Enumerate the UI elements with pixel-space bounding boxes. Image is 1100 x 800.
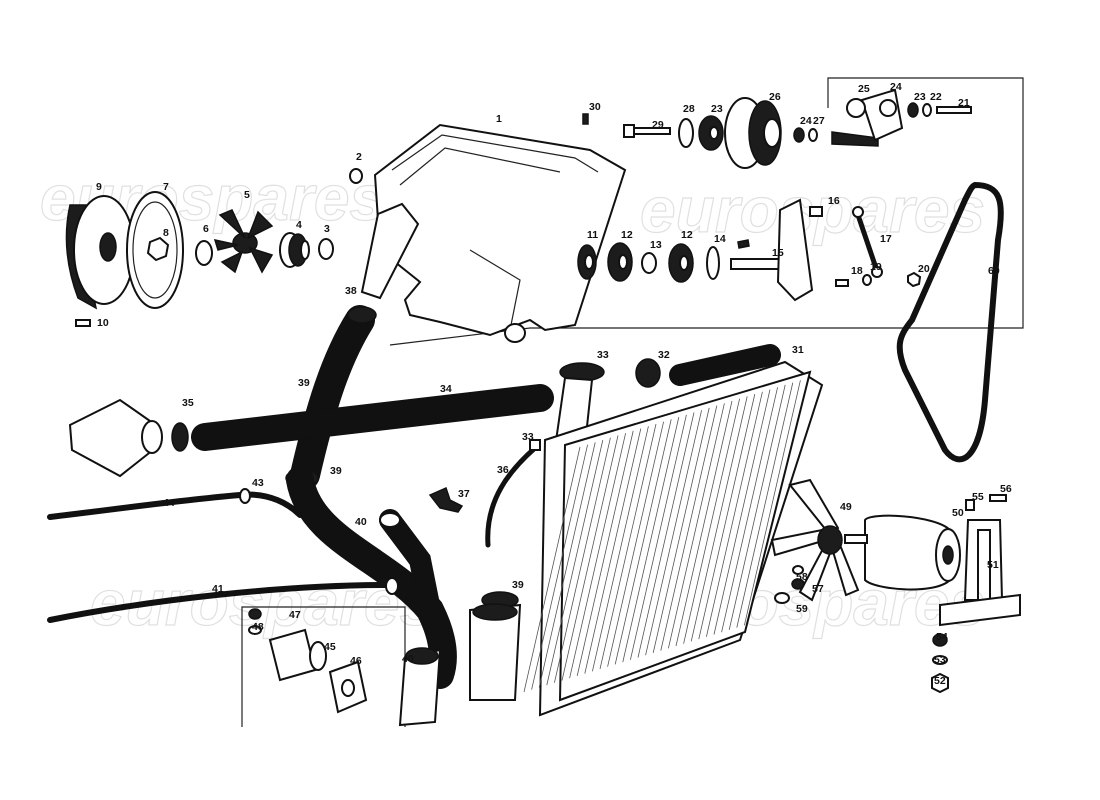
callout-29: 29 bbox=[652, 119, 664, 131]
callout-24: 24 bbox=[890, 81, 902, 93]
callout-50: 50 bbox=[952, 507, 964, 519]
callout-30: 30 bbox=[589, 101, 601, 113]
electric-fan-group bbox=[770, 478, 1021, 694]
callout-32: 32 bbox=[658, 349, 670, 361]
callout-26: 26 bbox=[769, 91, 781, 103]
callout-12: 12 bbox=[621, 229, 633, 241]
callout-11: 11 bbox=[587, 229, 598, 241]
pump-housing bbox=[349, 123, 627, 343]
callout-54: 54 bbox=[936, 631, 948, 643]
hoses bbox=[47, 305, 781, 727]
callout-56: 56 bbox=[1000, 483, 1012, 495]
callout-23: 23 bbox=[914, 91, 926, 103]
callout-5: 5 bbox=[244, 189, 250, 201]
callout-1: 1 bbox=[496, 113, 502, 125]
callout-51: 51 bbox=[987, 559, 999, 571]
callout-23: 23 bbox=[711, 103, 723, 115]
callout-3: 3 bbox=[324, 223, 330, 235]
callout-9: 9 bbox=[96, 181, 102, 193]
callout-39: 39 bbox=[298, 377, 310, 389]
callout-22: 22 bbox=[930, 91, 942, 103]
callout-21: 21 bbox=[958, 97, 970, 109]
callout-35: 35 bbox=[182, 397, 194, 409]
callout-10: 10 bbox=[97, 317, 109, 329]
sender-group bbox=[248, 608, 368, 714]
callout-14: 14 bbox=[714, 233, 726, 245]
callout-27: 27 bbox=[813, 115, 825, 127]
callout-55: 55 bbox=[972, 491, 984, 503]
water-pump-group bbox=[65, 191, 334, 327]
callout-13: 13 bbox=[650, 239, 662, 251]
callout-52: 52 bbox=[934, 675, 946, 687]
callout-40: 40 bbox=[402, 653, 414, 665]
callout-15: 15 bbox=[772, 247, 784, 259]
callout-48: 48 bbox=[252, 621, 264, 633]
radiator bbox=[469, 360, 824, 717]
callout-39: 39 bbox=[330, 465, 342, 477]
callout-33: 33 bbox=[597, 349, 609, 361]
callout-25: 25 bbox=[858, 83, 870, 95]
callout-44: 44 bbox=[163, 497, 175, 509]
callout-49: 49 bbox=[840, 501, 852, 513]
callout-18: 18 bbox=[851, 265, 863, 277]
callout-53: 53 bbox=[934, 654, 946, 666]
callout-59: 59 bbox=[796, 603, 808, 615]
callout-37: 37 bbox=[458, 488, 470, 500]
callout-46: 46 bbox=[350, 655, 362, 667]
callout-57: 57 bbox=[812, 583, 824, 595]
callout-2: 2 bbox=[356, 151, 362, 163]
pulley-group bbox=[577, 88, 972, 302]
fan-belt bbox=[896, 181, 1004, 463]
callout-43: 43 bbox=[252, 477, 264, 489]
callout-58: 58 bbox=[796, 571, 808, 583]
callout-60: 60 bbox=[988, 265, 1000, 277]
callout-40: 40 bbox=[355, 516, 367, 528]
callout-24: 24 bbox=[800, 115, 812, 127]
callout-42: 42 bbox=[404, 595, 416, 607]
callout-19: 19 bbox=[870, 261, 882, 273]
callout-20: 20 bbox=[918, 263, 930, 275]
callout-12: 12 bbox=[681, 229, 693, 241]
callout-28: 28 bbox=[683, 103, 695, 115]
callout-33: 33 bbox=[522, 431, 534, 443]
callout-39: 39 bbox=[512, 579, 524, 591]
callout-31: 31 bbox=[792, 344, 804, 356]
callout-36: 36 bbox=[497, 464, 509, 476]
callout-17: 17 bbox=[880, 233, 892, 245]
callout-7: 7 bbox=[163, 181, 169, 193]
callout-6: 6 bbox=[203, 223, 209, 235]
callout-41: 41 bbox=[212, 583, 224, 595]
callout-34: 34 bbox=[440, 383, 452, 395]
callout-16: 16 bbox=[828, 195, 840, 207]
callout-38: 38 bbox=[345, 285, 357, 297]
callout-45: 45 bbox=[324, 641, 336, 653]
callout-47: 47 bbox=[289, 609, 301, 621]
callout-4: 4 bbox=[296, 219, 302, 231]
callout-8: 8 bbox=[163, 227, 169, 239]
